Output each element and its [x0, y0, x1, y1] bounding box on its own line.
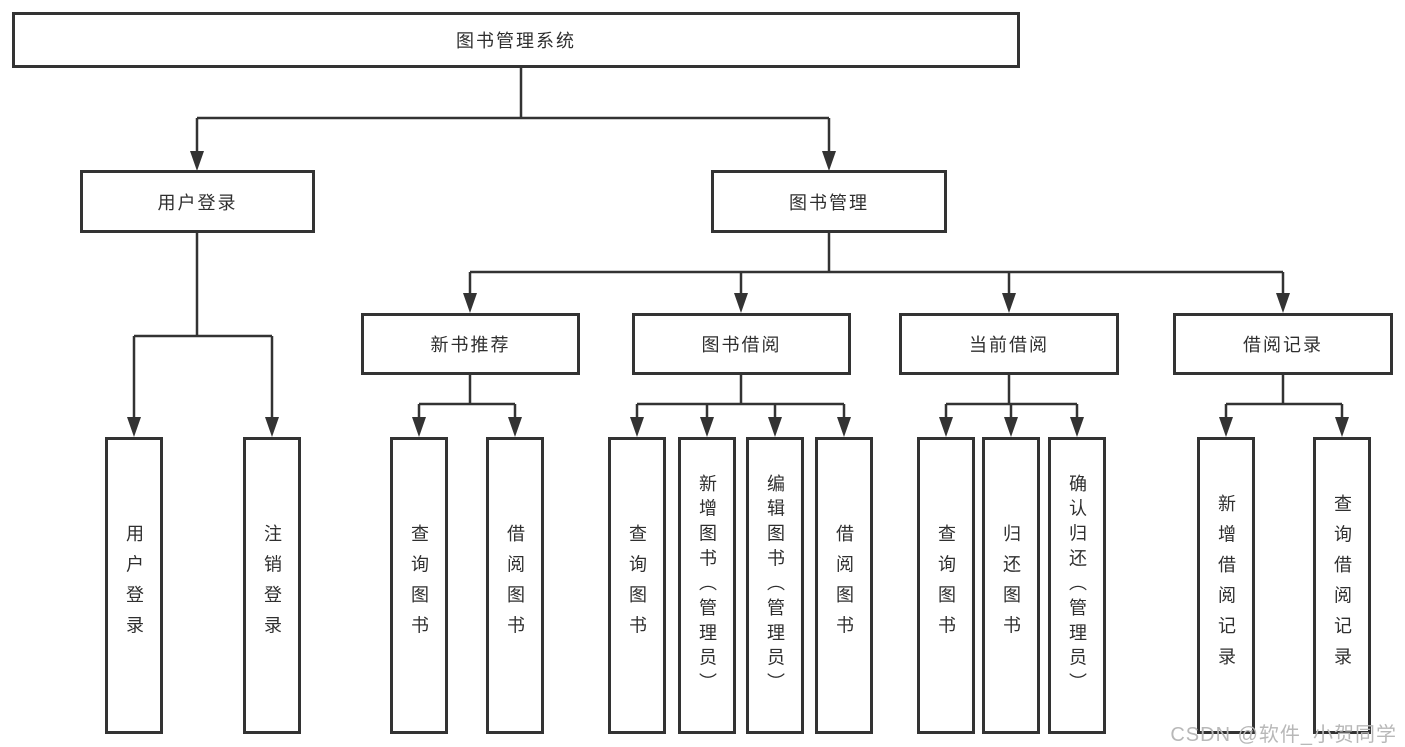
connector-bookmgmt-to-level3 [468, 233, 1285, 294]
node-label: 借阅记录 [1243, 335, 1323, 355]
node-user-login: 用户登录 [80, 170, 315, 233]
leaf-user-login: 用户登录 [105, 437, 163, 734]
leaf-borrow-books-1: 借阅图书 [486, 437, 544, 734]
node-label: 归还图书 [1001, 524, 1021, 647]
node-book-management: 图书管理 [711, 170, 947, 233]
node-new-book-recommend: 新书推荐 [361, 313, 580, 375]
csdn-watermark: CSDN @软件_小贺同学 [1170, 724, 1397, 746]
leaf-query-borrow-record: 查询借阅记录 [1313, 437, 1371, 734]
arrowhead [630, 417, 644, 437]
node-borrow-records: 借阅记录 [1173, 313, 1393, 375]
node-label: 借阅图书 [505, 524, 525, 647]
arrowhead [734, 293, 748, 313]
node-label: 用户登录 [157, 192, 238, 213]
arrowhead [822, 151, 836, 171]
leaf-query-books-3: 查询图书 [917, 437, 975, 734]
arrowhead [939, 417, 953, 437]
node-library-management-system: 图书管理系统 [12, 12, 1020, 68]
arrowhead [768, 417, 782, 437]
arrowhead [412, 417, 426, 437]
node-label: 图书管理系统 [456, 31, 576, 51]
node-label: 查询图书 [409, 524, 429, 647]
node-label: 当前借阅 [969, 335, 1049, 355]
leaf-return-books: 归还图书 [982, 437, 1040, 734]
node-label: 注销登录 [262, 524, 282, 647]
connector-bookborrow-to-leaves [635, 375, 846, 418]
leaf-query-books-2: 查询图书 [608, 437, 666, 734]
leaf-logout: 注销登录 [243, 437, 301, 734]
arrowhead [1002, 293, 1016, 313]
arrowhead [463, 293, 477, 313]
arrowhead [265, 417, 279, 437]
connector-root-to-level2 [195, 68, 831, 152]
node-label: 用户登录 [124, 524, 144, 647]
leaf-add-borrow-record: 新增借阅记录 [1197, 437, 1255, 734]
arrowhead [1004, 417, 1018, 437]
connector-userlogin-to-leaves [132, 233, 274, 418]
node-book-borrow: 图书借阅 [632, 313, 851, 375]
arrowhead [508, 417, 522, 437]
connector-newbook-to-leaves [417, 375, 517, 418]
leaf-borrow-books-2: 借阅图书 [815, 437, 873, 734]
arrowhead [1276, 293, 1290, 313]
arrowhead [1335, 417, 1349, 437]
leaf-add-books-admin: 新增图书（管理员） [678, 437, 736, 734]
node-label: 图书管理 [789, 192, 869, 213]
arrowhead [1219, 417, 1233, 437]
node-label: 确认归还（管理员） [1067, 473, 1087, 698]
node-label: 查询图书 [627, 524, 647, 647]
connector-currentborrow-to-leaves [944, 375, 1079, 418]
node-label: 新增图书（管理员） [697, 473, 717, 698]
node-label: 编辑图书（管理员） [765, 473, 785, 698]
node-label: 借阅图书 [834, 524, 854, 647]
node-label: 新增借阅记录 [1216, 493, 1236, 678]
leaf-query-books-1: 查询图书 [390, 437, 448, 734]
node-label: 新书推荐 [430, 335, 511, 355]
arrowhead [837, 417, 851, 437]
connector-records-to-leaves [1224, 375, 1344, 418]
arrowhead [190, 151, 204, 171]
arrowhead [1070, 417, 1084, 437]
arrowhead [127, 417, 141, 437]
leaf-edit-books-admin: 编辑图书（管理员） [746, 437, 804, 734]
arrowhead [700, 417, 714, 437]
node-label: 查询图书 [936, 524, 956, 647]
leaf-confirm-return-admin: 确认归还（管理员） [1048, 437, 1106, 734]
node-current-borrow: 当前借阅 [899, 313, 1119, 375]
node-label: 查询借阅记录 [1332, 493, 1352, 678]
node-label: 图书借阅 [701, 335, 782, 355]
